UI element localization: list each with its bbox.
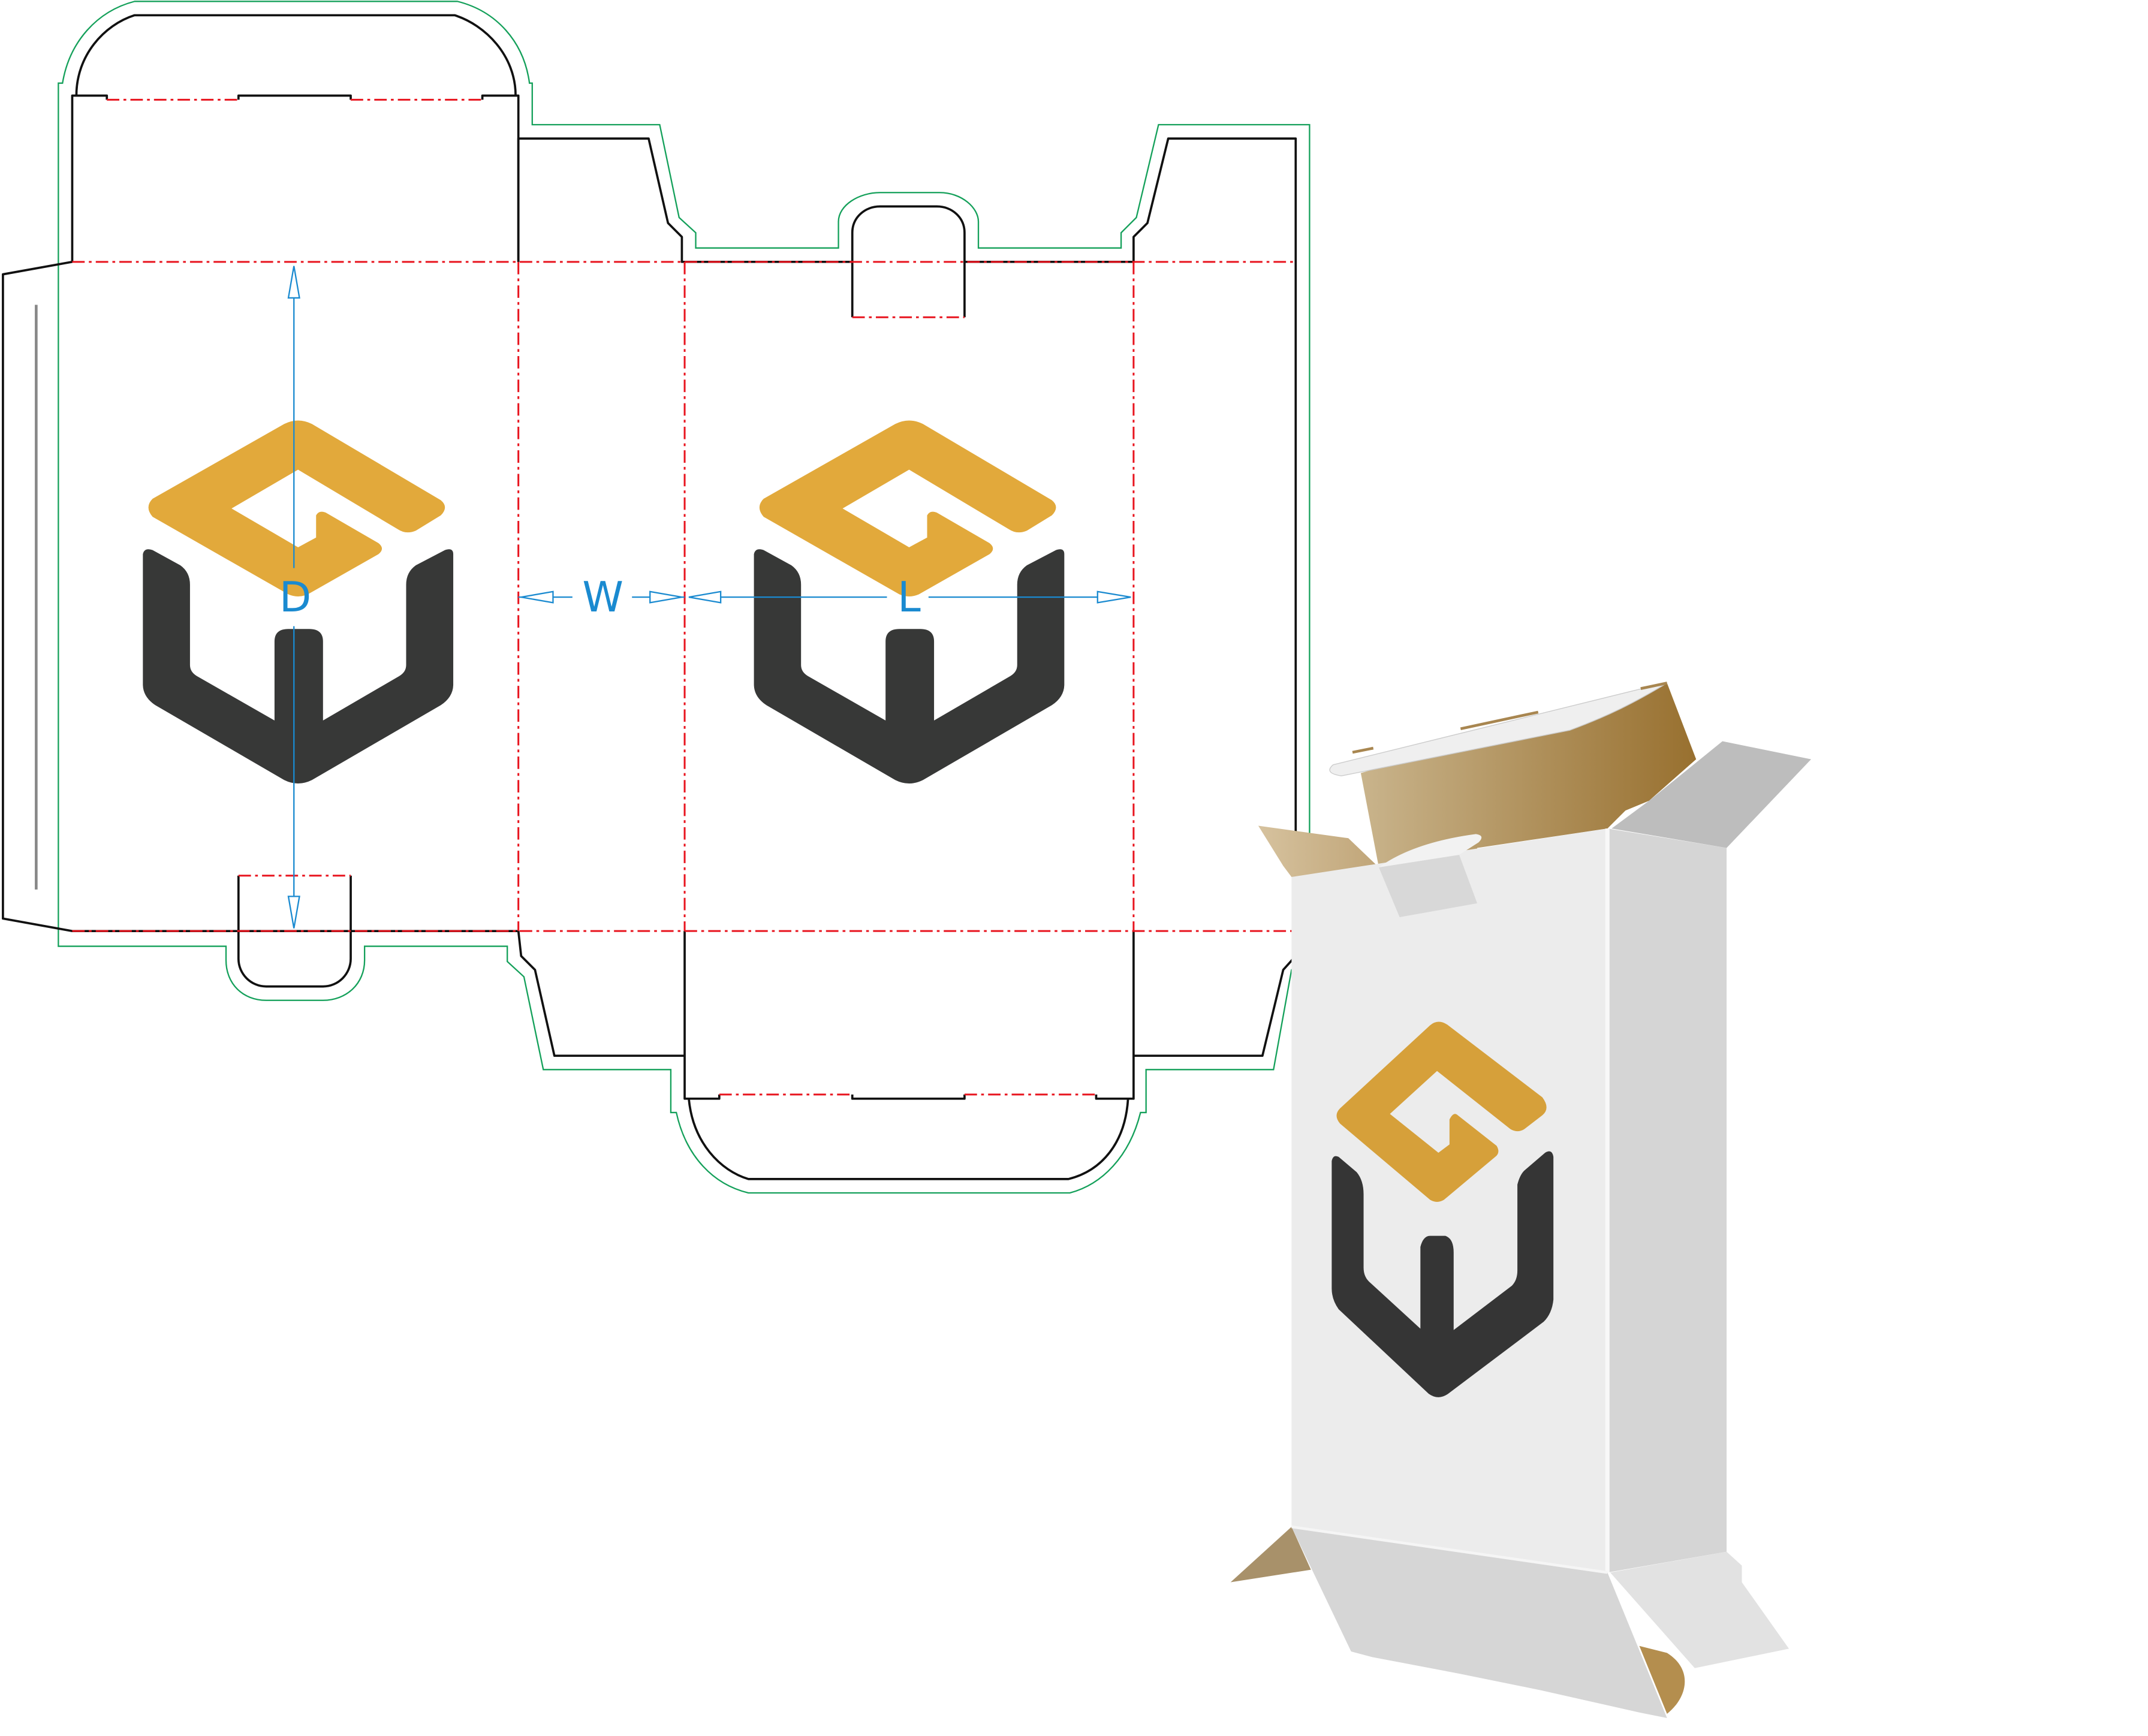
arrow-right-icon xyxy=(649,590,682,604)
box-3d-mockup xyxy=(1230,682,1812,1718)
arrow-left-icon xyxy=(521,590,554,604)
arrow-down-icon xyxy=(287,896,300,929)
width-label: W xyxy=(582,574,623,622)
dimension-length: L xyxy=(688,574,1131,622)
dimension-width: W xyxy=(518,574,685,622)
bleed-outline xyxy=(58,1,1311,1194)
arrow-left-icon xyxy=(688,590,722,604)
length-label: L xyxy=(897,574,921,622)
logo-icon-box xyxy=(1331,1021,1554,1397)
dimension-depth: D xyxy=(279,266,311,929)
arrow-up-icon xyxy=(287,266,300,299)
depth-label: D xyxy=(279,574,311,622)
arrow-right-icon xyxy=(1096,590,1131,604)
